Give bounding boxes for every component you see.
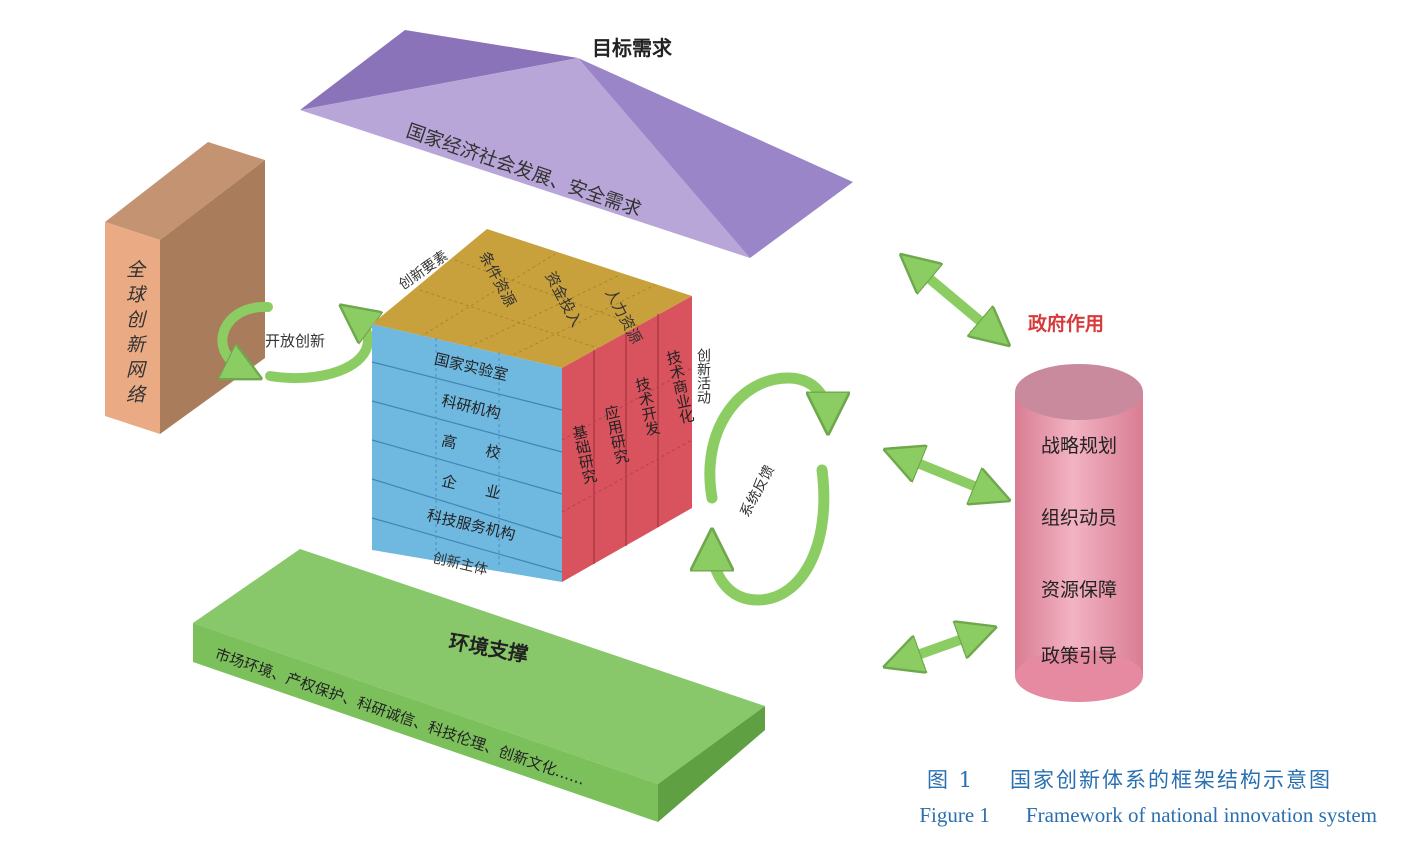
double-arrow xyxy=(898,455,996,495)
figure-title-cn: 国家创新体系的框架结构示意图 xyxy=(1010,768,1332,792)
global-network-char: 新 xyxy=(126,334,148,356)
double-arrow xyxy=(898,632,982,662)
government-item: 战略规划 xyxy=(1041,435,1117,457)
global-network-box: 全 球 创 新 网 络 xyxy=(105,142,265,434)
cube-front-face xyxy=(372,324,562,582)
environment-slab: 环境支撑 市场环境、产权保护、科研诚信、科技伦理、创新文化…… xyxy=(193,549,765,822)
global-network-char: 球 xyxy=(126,284,148,306)
cube-top-face xyxy=(372,229,692,368)
goal-title: 目标需求 xyxy=(592,36,673,60)
government-item: 政策引导 xyxy=(1041,645,1117,667)
innovation-cube: 条件资源 资金投入 人力资源 国家实验室 科研机构 高 校 企 业 科技服务机构… xyxy=(371,229,711,582)
government-item: 组织动员 xyxy=(1041,507,1117,529)
feedback-loop: 系统反馈 xyxy=(710,372,828,606)
double-arrow xyxy=(912,264,998,336)
goal-roof: 目标需求 国家经济社会发展、安全需求 xyxy=(300,30,853,258)
government-cylinder: 政府作用 战略规划 组织动员 资源保障 政策引导 xyxy=(1015,312,1143,702)
figure-caption-en: Figure 1 Framework of national innovation… xyxy=(919,803,1377,828)
open-innovation-loop: 开放创新 xyxy=(217,301,368,384)
government-item: 资源保障 xyxy=(1041,579,1117,601)
feedback-label: 系统反馈 xyxy=(737,463,777,520)
global-network-char: 全 xyxy=(126,259,147,281)
figure-title-en: Framework of national innovation system xyxy=(1025,803,1377,827)
global-network-char: 创 xyxy=(126,309,148,331)
global-network-char: 网 xyxy=(126,359,148,381)
government-title: 政府作用 xyxy=(1028,312,1104,335)
global-network-char: 络 xyxy=(126,384,147,406)
figure-number-cn: 图 1 xyxy=(926,768,974,792)
figure-caption-cn: 图 1 国家创新体系的框架结构示意图 xyxy=(927,764,1332,794)
open-innovation-label: 开放创新 xyxy=(265,332,325,350)
government-arrows xyxy=(898,264,998,662)
figure-number-en: Figure 1 xyxy=(919,803,990,827)
cube-right-axis-label: 创新活动 xyxy=(695,348,711,405)
